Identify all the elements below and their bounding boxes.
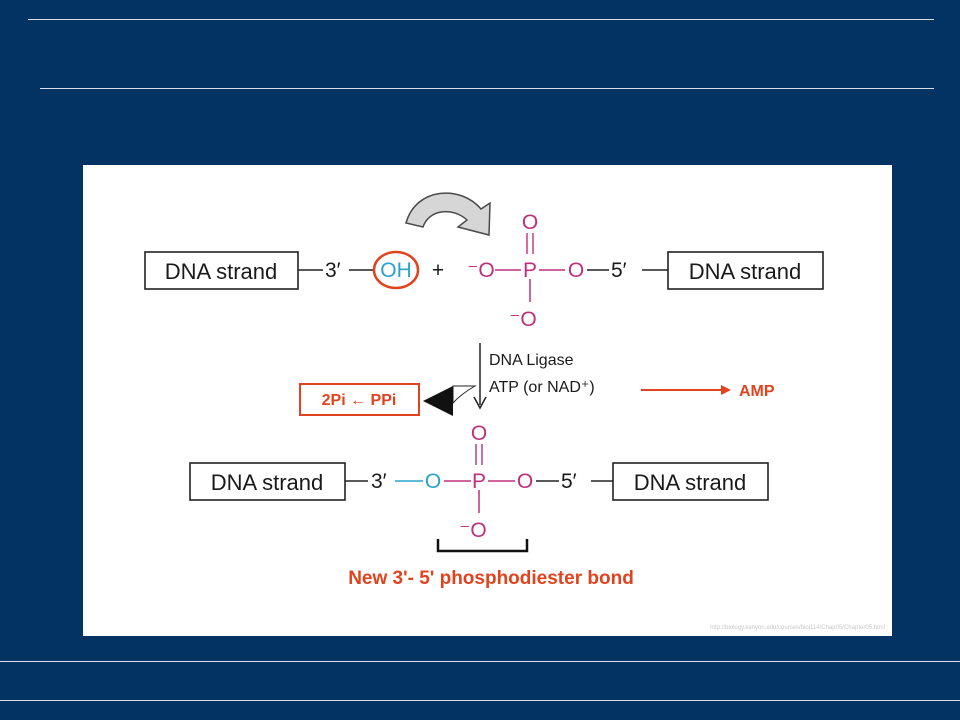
product-left-strand-label: DNA strand <box>211 470 324 495</box>
reaction-arrow-head-icon <box>473 396 487 410</box>
plus-sign: + <box>432 259 444 282</box>
pyrophosphate-label: 2Pi ← PPi <box>322 392 397 409</box>
enzyme-label: DNA Ligase <box>489 352 574 369</box>
bond-caption: New 3ʹ- 5ʹ phosphodiester bond <box>348 568 634 589</box>
top-rule <box>28 19 934 20</box>
product-5prime-label: 5′ <box>561 470 577 493</box>
product-phosphorus-label: P <box>472 470 486 493</box>
right-strand-box <box>667 251 824 290</box>
product-3prime-label: 3′ <box>371 470 387 493</box>
phosphorus-label: P <box>523 259 537 282</box>
product-o-top-label: O <box>471 422 487 445</box>
title-underline <box>40 88 934 89</box>
amp-label: AMP <box>739 383 775 400</box>
o-top-label: O <box>522 211 538 234</box>
right-strand-label: DNA strand <box>689 259 802 284</box>
ligation-diagram: DNA strand 3′ OH + ⁻O P O 5′ DNA strand … <box>144 192 885 631</box>
bottom-rule-upper <box>0 661 960 662</box>
pyrophosphate-box <box>299 383 420 416</box>
o-minus-bottom-label: ⁻O <box>509 308 536 331</box>
right-5prime-label: 5′ <box>611 259 627 282</box>
product-right-strand-box <box>612 462 769 501</box>
product-right-strand-label: DNA strand <box>634 470 747 495</box>
curved-arrow-icon <box>405 192 491 236</box>
product-o-left-label: O <box>425 470 441 493</box>
bottom-rule-lower <box>0 700 960 701</box>
bond-bracket <box>436 539 529 553</box>
hydroxyl-highlight-circle <box>372 250 420 290</box>
amp-arrow-head-icon <box>721 385 731 395</box>
ppi-arrow-tail <box>452 385 477 405</box>
o-minus-left-label: ⁻O <box>467 259 494 282</box>
ppi-arrow-head-icon <box>423 386 453 416</box>
hydroxyl-label: OH <box>380 259 412 282</box>
left-strand-label: DNA strand <box>165 259 278 284</box>
product-left-strand-box <box>189 462 346 501</box>
left-3prime-label: 3′ <box>325 259 341 282</box>
product-o-minus-bottom-label: ⁻O <box>459 519 486 542</box>
product-o-right-label: O <box>517 470 533 493</box>
ligation-figure: DNA strand 3′ OH + ⁻O P O 5′ DNA strand … <box>83 165 892 636</box>
left-strand-box <box>144 251 299 290</box>
source-credit: http://biology.kenyon.edu/courses/biol11… <box>710 625 885 631</box>
o-right-label: O <box>568 259 584 282</box>
cofactor-label: ATP (or NAD⁺) <box>489 379 595 396</box>
